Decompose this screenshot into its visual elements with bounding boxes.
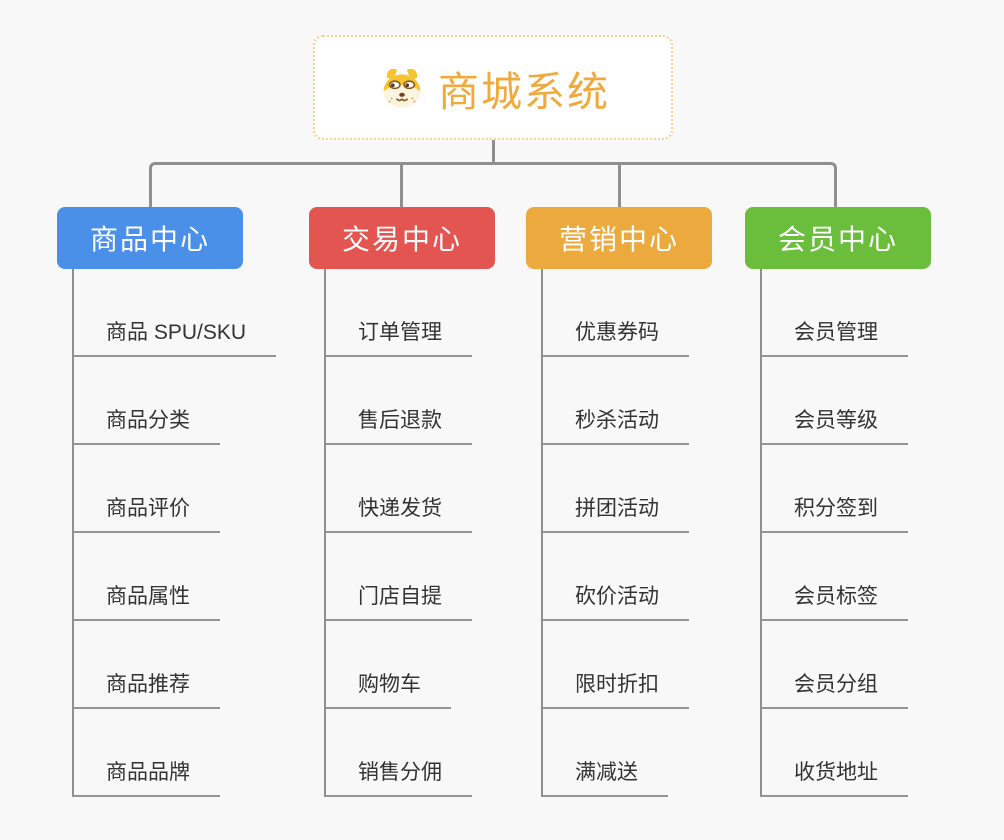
child-node[interactable]: 会员管理: [762, 269, 908, 357]
branch-node-2[interactable]: 交易中心: [309, 207, 495, 269]
branch-label: 交易中心: [341, 224, 462, 255]
connector-horizontal-frame: [149, 162, 837, 207]
child-node[interactable]: 商品 SPU/SKU: [74, 269, 277, 357]
child-node[interactable]: 砍价活动: [543, 533, 689, 621]
connector-drop-3: [618, 162, 621, 207]
connector-drop-2: [400, 162, 403, 207]
child-node[interactable]: 商品分类: [74, 357, 220, 445]
branch-label: 会员中心: [777, 224, 898, 255]
branch-children-group: 订单管理售后退款快递发货门店自提购物车销售分佣: [324, 269, 472, 797]
child-node[interactable]: 优惠券码: [543, 269, 689, 357]
branch-node-3[interactable]: 营销中心: [526, 207, 712, 269]
branch-children-group: 优惠券码秒杀活动拼团活动砍价活动限时折扣满减送: [541, 269, 689, 797]
dog-face-icon: [376, 64, 428, 112]
child-node[interactable]: 商品评价: [74, 445, 220, 533]
child-node[interactable]: 会员标签: [762, 533, 908, 621]
branch-node-1[interactable]: 商品中心: [57, 207, 243, 269]
child-node[interactable]: 会员等级: [762, 357, 908, 445]
child-node[interactable]: 订单管理: [326, 269, 472, 357]
child-node[interactable]: 拼团活动: [543, 445, 689, 533]
child-node[interactable]: 商品推荐: [74, 621, 220, 709]
child-node[interactable]: 秒杀活动: [543, 357, 689, 445]
child-node[interactable]: 销售分佣: [326, 709, 472, 797]
child-node[interactable]: 积分签到: [762, 445, 908, 533]
branch-node-4[interactable]: 会员中心: [745, 207, 931, 269]
child-node[interactable]: 商品品牌: [74, 709, 220, 797]
child-node[interactable]: 购物车: [326, 621, 451, 709]
child-node[interactable]: 会员分组: [762, 621, 908, 709]
child-node[interactable]: 商品属性: [74, 533, 220, 621]
child-node[interactable]: 快递发货: [326, 445, 472, 533]
branch-children-group: 会员管理会员等级积分签到会员标签会员分组收货地址: [760, 269, 908, 797]
child-node[interactable]: 满减送: [543, 709, 668, 797]
connector-root-stem: [492, 140, 495, 165]
child-node[interactable]: 收货地址: [762, 709, 908, 797]
branch-label: 商品中心: [89, 224, 210, 255]
child-node[interactable]: 门店自提: [326, 533, 472, 621]
child-node[interactable]: 售后退款: [326, 357, 472, 445]
child-node[interactable]: 限时折扣: [543, 621, 689, 709]
branch-label: 营销中心: [558, 224, 679, 255]
root-title: 商城系统: [438, 68, 610, 115]
root-node-mall-system[interactable]: 商城系统: [313, 35, 673, 140]
